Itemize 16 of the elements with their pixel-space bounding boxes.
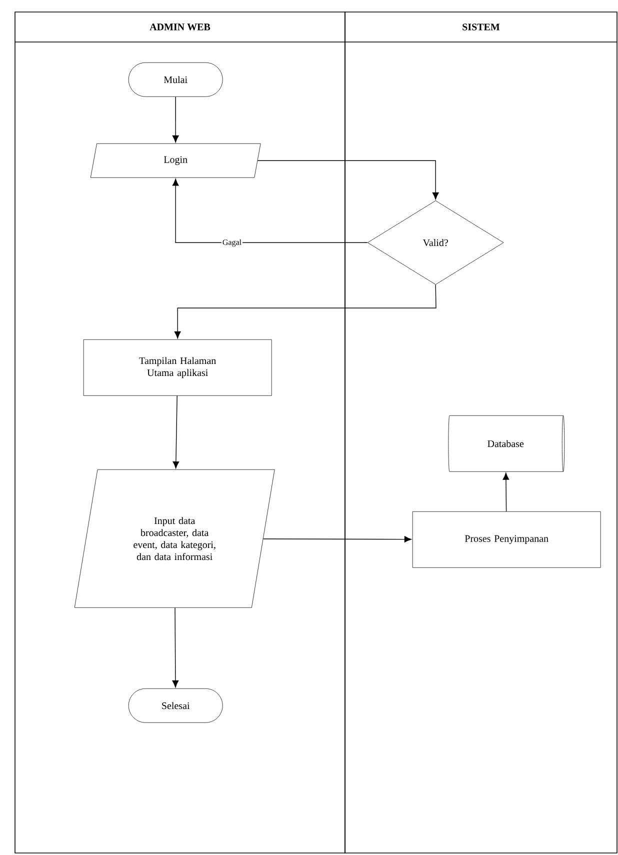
edge-label: Gagal xyxy=(221,238,243,248)
arrow xyxy=(257,160,439,200)
process-box: Tampilan Halaman Utama aplikasi xyxy=(83,339,272,396)
database-cylinder: Database xyxy=(448,415,565,472)
arrow xyxy=(262,536,412,542)
arrow xyxy=(172,96,179,142)
input-parallelogram: Login xyxy=(90,143,261,178)
arrow xyxy=(172,607,179,688)
process-box: Proses Penyimpanan xyxy=(412,511,601,568)
terminal: Selesai xyxy=(128,688,223,723)
arrow xyxy=(502,472,510,512)
input-parallelogram: Input data broadcaster, data event, data kategori, dan data informasi xyxy=(74,469,275,608)
arrow xyxy=(174,284,436,339)
arrow xyxy=(172,395,180,469)
terminal: Mulai xyxy=(128,62,223,97)
arrow xyxy=(172,178,368,243)
